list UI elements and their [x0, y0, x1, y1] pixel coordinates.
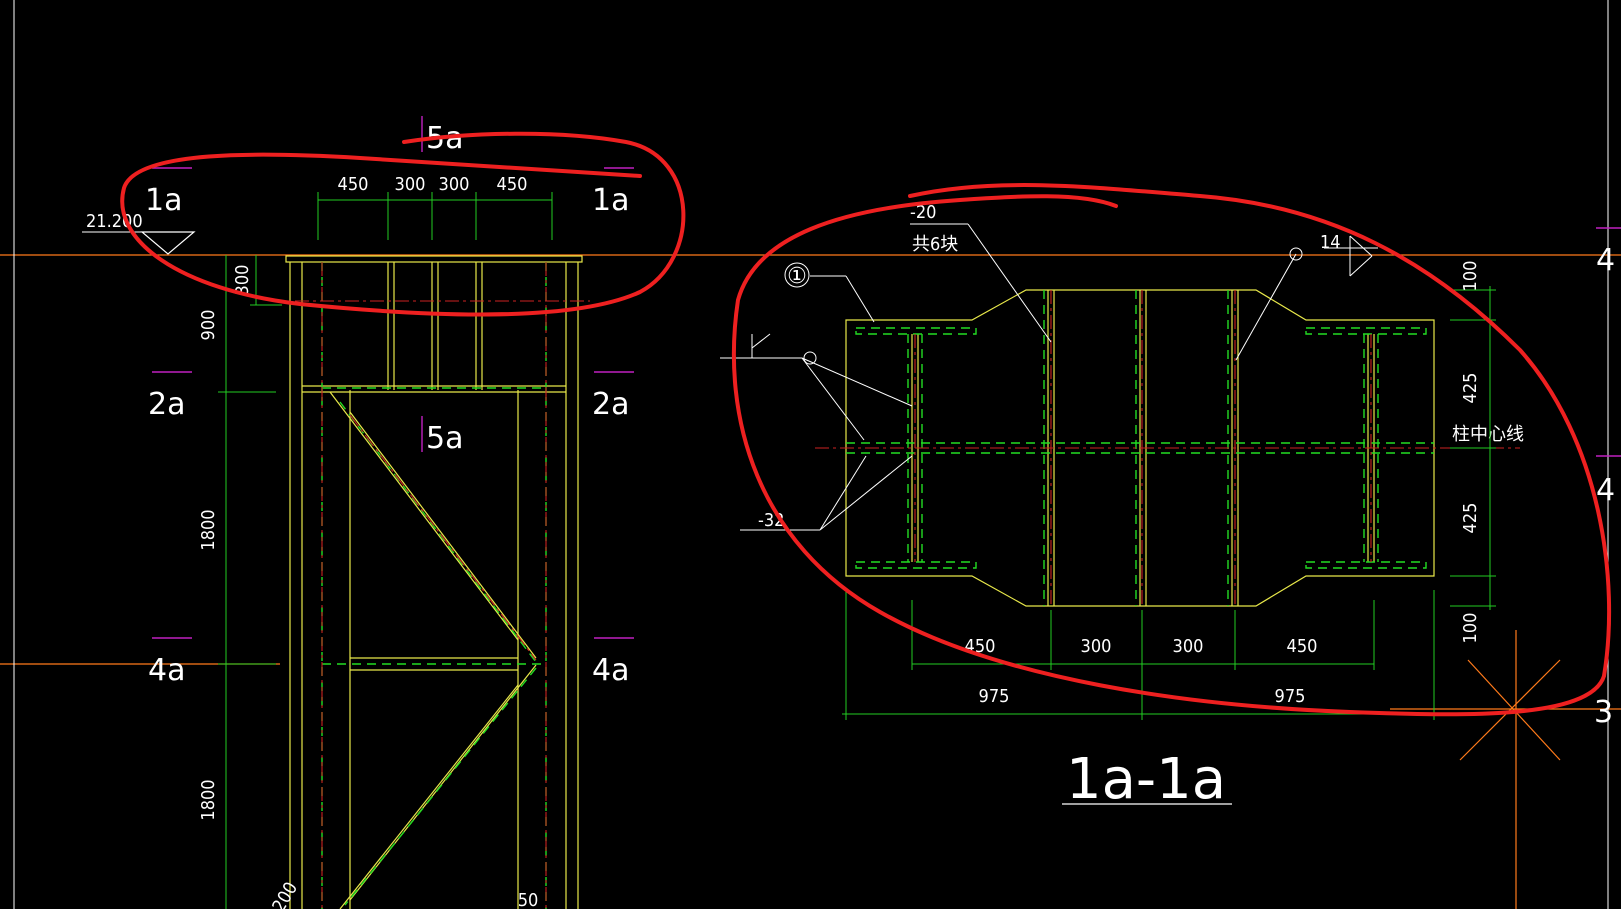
bottom-dim-50: 50: [518, 890, 539, 909]
bottom-dimension-lines: [842, 590, 1440, 720]
weld-circle-1: [803, 351, 817, 365]
right-dim-100-top: 100: [1460, 261, 1481, 292]
base-plate-outline: [845, 289, 1435, 607]
plate-count-note: 共6块: [912, 234, 958, 255]
edge-axis-label-3: 3: [1594, 695, 1613, 730]
markup-ellipse-left: [120, 131, 686, 317]
right-dim-425-a: 425: [1460, 373, 1481, 404]
vert-dim-900: 900: [198, 310, 219, 341]
section-mark-bars: [152, 116, 634, 639]
edge-axis-label-2: 4: [1596, 473, 1615, 508]
bottom-dim-450-b: 450: [1287, 636, 1318, 657]
axis-cross-2: [1459, 659, 1561, 761]
axis-lines: [0, 254, 1621, 909]
centerline-label: 柱中心线: [1452, 424, 1524, 445]
vert-dim-1800b: 1800: [198, 779, 219, 820]
section-1a-right: 1a: [592, 183, 629, 218]
section-view: -20 共6块 -32 ① 14 柱中心线 100 425 425 100: [720, 202, 1621, 812]
hidden-lines: [321, 262, 547, 909]
cap-plate: [285, 255, 583, 263]
top-dim-1: 450: [338, 174, 369, 195]
section-2a-left: 2a: [148, 387, 185, 422]
right-dim-100-bottom: 100: [1460, 613, 1481, 644]
weld-size: 14: [1320, 232, 1341, 253]
bottom-dim-975-a: 975: [979, 686, 1010, 707]
bottom-dim-300-b: 300: [1173, 636, 1204, 657]
vert-dim-1800a: 1800: [198, 509, 219, 550]
edge-axis-label-1: 4: [1596, 243, 1615, 278]
top-dim-3: 300: [439, 174, 470, 195]
vert-dim-300: 300: [232, 265, 253, 296]
section-center-lines: [815, 290, 1520, 606]
callout-number: ①: [787, 264, 807, 289]
red-markup: [120, 131, 1612, 717]
center-lines: [270, 262, 590, 909]
elevation-view: 450 300 300 450 300 900 1800 1800 200 50…: [82, 116, 634, 909]
weld-circle-2: [1289, 247, 1303, 261]
brace-dim: 200: [268, 879, 302, 909]
edge-axis-bars: [1596, 227, 1621, 457]
top-dim-4: 450: [497, 174, 528, 195]
section-2a-right: 2a: [592, 387, 629, 422]
section-4a-right: 4a: [592, 653, 629, 688]
bottom-dim-975-b: 975: [1275, 686, 1306, 707]
plate-thickness-top: -20: [910, 202, 936, 223]
right-dim-425-b: 425: [1460, 503, 1481, 534]
section-5a-mid: 5a: [426, 421, 463, 456]
top-dim-2: 300: [395, 174, 426, 195]
leader-lines: [720, 223, 1378, 531]
section-4a-left: 4a: [148, 653, 185, 688]
bottom-dim-300-a: 300: [1081, 636, 1112, 657]
markup-ellipse-right: [731, 183, 1612, 717]
callout-circle: [784, 262, 810, 288]
level-text: 21.200: [86, 211, 143, 232]
section-1a-left: 1a: [145, 183, 182, 218]
section-title: 1a-1a: [1066, 747, 1226, 812]
columns: [289, 262, 579, 909]
right-dimension-lines: [1450, 286, 1496, 610]
